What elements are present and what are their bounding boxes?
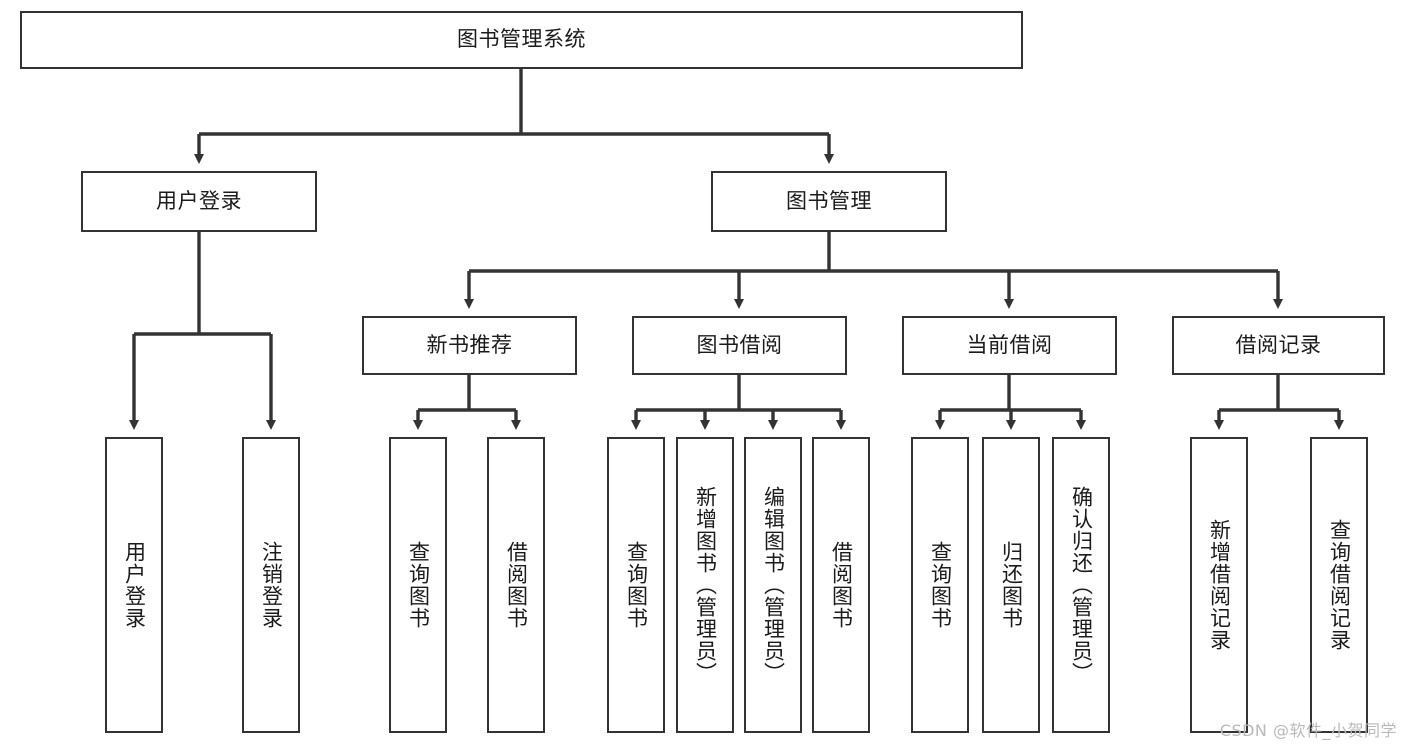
node-new-book-recommend[interactable]: 新书推荐 xyxy=(362,316,577,375)
node-current-return-book[interactable]: 归还图书 xyxy=(982,437,1040,733)
node-borrow-record[interactable]: 借阅记录 xyxy=(1172,316,1385,375)
node-current-return-book-label: 归还图书 xyxy=(999,541,1024,629)
node-current-query-book[interactable]: 查询图书 xyxy=(911,437,969,733)
node-book-borrow-label: 图书借阅 xyxy=(696,332,783,357)
node-user-login[interactable]: 用户登录 xyxy=(81,171,317,232)
node-user-logout[interactable]: 注销登录 xyxy=(242,437,300,733)
node-recommend-borrow-book-label: 借阅图书 xyxy=(504,541,529,629)
node-record-query[interactable]: 查询借阅记录 xyxy=(1310,437,1368,733)
node-borrow-borrow-book-label: 借阅图书 xyxy=(829,541,854,629)
node-borrow-edit-book-label: 编辑图书（管理员） xyxy=(761,486,786,684)
node-borrow-edit-book[interactable]: 编辑图书（管理员） xyxy=(744,437,802,733)
node-current-borrow-label: 当前借阅 xyxy=(966,332,1053,357)
node-current-confirm-return-label: 确认归还（管理员） xyxy=(1069,486,1094,684)
node-current-confirm-return[interactable]: 确认归还（管理员） xyxy=(1052,437,1110,733)
node-record-query-label: 查询借阅记录 xyxy=(1327,519,1352,651)
node-current-query-book-label: 查询图书 xyxy=(928,541,953,629)
node-borrow-record-label: 借阅记录 xyxy=(1235,332,1322,357)
node-record-add-label: 新增借阅记录 xyxy=(1207,519,1232,651)
node-recommend-query-book-label: 查询图书 xyxy=(406,541,431,629)
node-record-add[interactable]: 新增借阅记录 xyxy=(1190,437,1248,733)
node-current-borrow[interactable]: 当前借阅 xyxy=(902,316,1117,375)
node-recommend-query-book[interactable]: 查询图书 xyxy=(389,437,447,733)
node-new-book-recommend-label: 新书推荐 xyxy=(426,332,513,357)
node-user-login-do-label: 用户登录 xyxy=(122,541,147,629)
node-user-login-label: 用户登录 xyxy=(156,188,242,213)
node-root-label: 图书管理系统 xyxy=(457,27,586,52)
node-book-borrow[interactable]: 图书借阅 xyxy=(632,316,847,375)
node-book-manage[interactable]: 图书管理 xyxy=(711,171,947,232)
node-user-login-do[interactable]: 用户登录 xyxy=(105,437,163,733)
node-recommend-borrow-book[interactable]: 借阅图书 xyxy=(487,437,545,733)
node-borrow-add-book-label: 新增图书（管理员） xyxy=(693,486,718,684)
node-borrow-borrow-book[interactable]: 借阅图书 xyxy=(812,437,870,733)
node-user-logout-label: 注销登录 xyxy=(259,541,284,629)
node-borrow-add-book[interactable]: 新增图书（管理员） xyxy=(676,437,734,733)
node-borrow-query-book[interactable]: 查询图书 xyxy=(607,437,665,733)
csdn-watermark: CSDN @软件_小贺同学 xyxy=(1219,721,1397,740)
node-book-manage-label: 图书管理 xyxy=(786,188,872,213)
node-root[interactable]: 图书管理系统 xyxy=(20,11,1023,69)
node-borrow-query-book-label: 查询图书 xyxy=(624,541,649,629)
